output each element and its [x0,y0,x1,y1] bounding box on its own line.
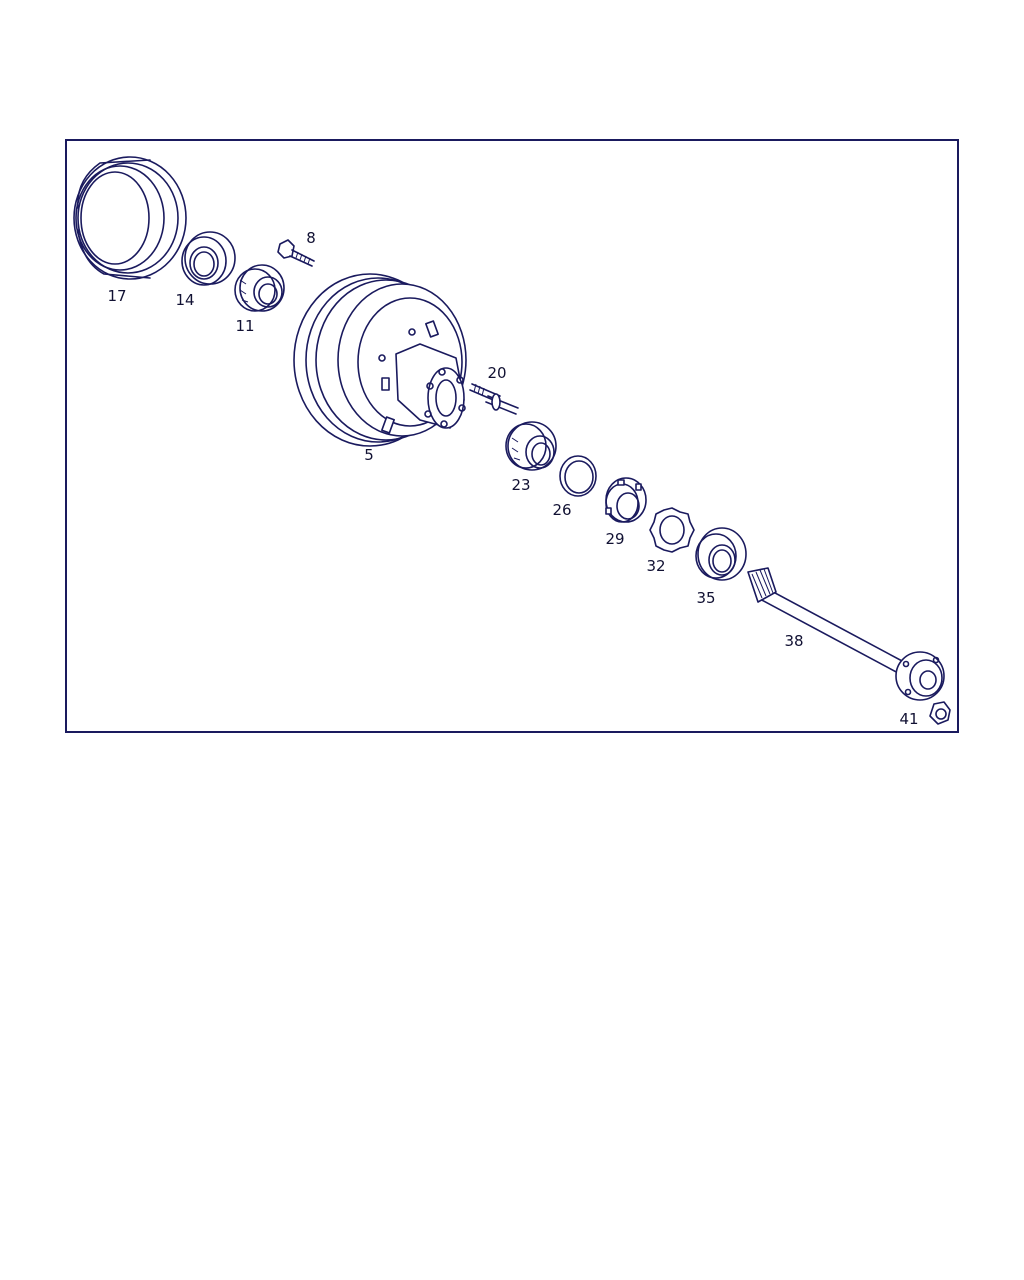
part-41-nut[interactable] [929,701,951,725]
part-35-seal[interactable] [695,527,747,581]
part-20-wheel-stud[interactable] [469,383,519,415]
part-29-slotted-nut[interactable] [605,477,647,523]
callout-35: 35 [696,589,715,607]
part-32-lock-washer[interactable] [649,507,695,553]
callout-32: 32 [646,557,665,575]
part-11-roller-bearing[interactable] [234,264,285,312]
callout-23: 23 [511,476,530,494]
callout-17: 17 [107,287,126,305]
callout-26: 26 [552,501,571,519]
part-5-brake-drum-hub[interactable] [293,273,467,447]
part-17-drum-ring[interactable] [73,156,187,280]
callout-5: 5 [364,446,374,464]
callout-41: 41 [899,710,918,728]
callout-29: 29 [605,530,624,548]
part-38-axle-shaft[interactable] [747,567,945,701]
part-8-bolt[interactable] [277,239,315,267]
part-23-bearing[interactable] [505,421,557,471]
part-26-snap-ring[interactable] [559,455,597,497]
part-14-seal-ring[interactable] [181,231,236,286]
callout-20: 20 [487,364,506,382]
callout-38: 38 [784,632,803,650]
callout-8: 8 [306,229,316,247]
callout-14: 14 [175,291,194,309]
callout-11: 11 [235,317,254,335]
